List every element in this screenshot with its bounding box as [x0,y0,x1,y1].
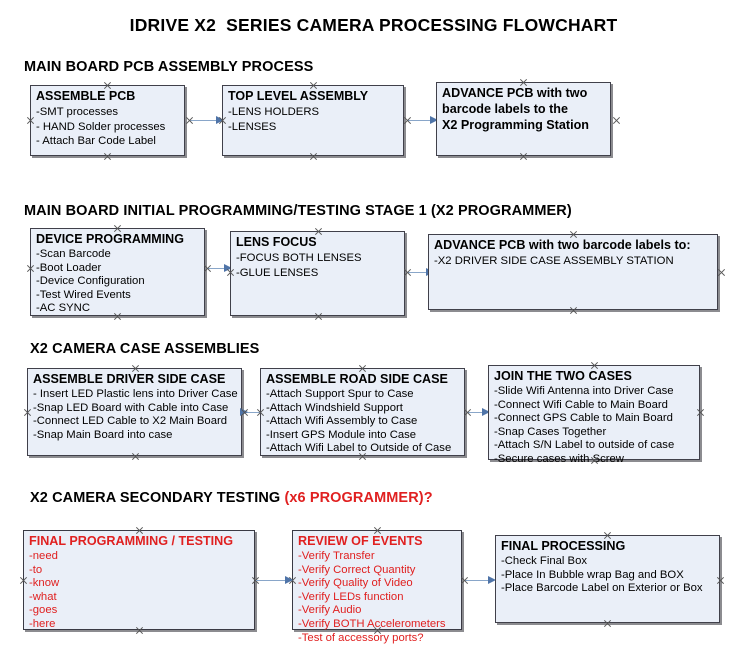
box-title: ADVANCE PCB with two [442,86,588,100]
box-title: ADVANCE PCB with two barcode labels to: [434,238,691,252]
box-line: -Slide Wifi Antenna into Driver Case [494,385,674,397]
section-heading-accent: (x6 PROGRAMMER)? [284,490,433,506]
box-join-the-two-cases[interactable]: JOIN THE TWO CASES -Slide Wifi Antenna i… [488,365,700,465]
box-line: -Verify Transfer [298,550,375,562]
section-heading-main-board-initial-programming: MAIN BOARD INITIAL PROGRAMMING/TESTING S… [24,203,572,219]
box-line: -AC SYNC [36,302,90,315]
arrow-head-icon [430,116,438,124]
box-line: -Verify Quality of Video [298,577,413,590]
box-line: - Attach Bar Code Label [36,135,156,147]
connector-line [190,120,220,121]
box-assemble-road-side-case[interactable]: ASSEMBLE ROAD SIDE CASE -Attach Support … [260,368,465,456]
box-line: -what [29,590,57,603]
box-line: -Attach Support Spur to Case [266,388,414,400]
box-advance-pcb-to-driver-side-case-assembly[interactable]: ADVANCE PCB with two barcode labels to: … [428,234,718,310]
box-line: -Connect Wifi Cable to Main Board [494,398,668,411]
box-line: -Check Final Box [501,555,588,567]
section-heading-x2-camera-secondary-testing: X2 CAMERA SECONDARY TESTING (x6 PROGRAMM… [30,490,433,506]
box-final-programming-testing[interactable]: FINAL PROGRAMMING / TESTING -need -to -k… [23,530,255,630]
box-title: ASSEMBLE PCB [36,89,136,103]
box-device-programming[interactable]: DEVICE PROGRAMMING -Scan Barcode -Boot L… [30,228,205,316]
selection-handle-icon [612,116,621,125]
box-line: -need [29,550,58,562]
box-title: FINAL PROGRAMMING / TESTING [29,534,234,548]
box-line: -Test Wired Events [36,288,131,301]
box-title: TOP LEVEL ASSEMBLY [228,89,369,103]
arrow-head-icon [216,116,224,124]
box-title: REVIEW OF EVENTS [298,534,423,548]
box-lens-focus[interactable]: LENS FOCUS -FOCUS BOTH LENSES -GLUE LENS… [230,231,405,316]
box-title: ASSEMBLE DRIVER SIDE CASE [33,372,226,386]
box-line: -Verify Audio [298,604,362,617]
box-line: - Insert LED Plastic lens into Driver Ca… [33,388,238,400]
box-line: -Test of accessory ports? [298,631,424,644]
arrow-head-icon [240,408,248,416]
box-line: -Place Barcode Label on Exterior or Box [501,582,703,595]
box-title: LENS FOCUS [236,235,317,249]
box-line: -SMT processes [36,106,119,118]
box-final-processing[interactable]: FINAL PROCESSING -Check Final Box -Place… [495,535,720,623]
box-line: -Attach Wifi Label to Outside of Case [266,442,452,455]
box-line: -to [29,563,43,576]
connector-line [256,580,290,581]
box-line: -Attach S/N Label to outside of case [494,439,675,452]
box-assemble-driver-side-case[interactable]: ASSEMBLE DRIVER SIDE CASE - Insert LED P… [27,368,242,456]
box-line: -FOCUS BOTH LENSES [236,252,362,264]
box-line: -Snap Cases Together [494,425,607,438]
box-line: -Verify LEDs function [298,590,404,603]
box-advance-pcb-to-x2-programming-station[interactable]: ADVANCE PCB with two barcode labels to t… [436,82,611,156]
section-heading-text: X2 CAMERA SECONDARY TESTING [30,490,285,506]
box-top-level-assembly[interactable]: TOP LEVEL ASSEMBLY -LENS HOLDERS -LENSES [222,85,404,156]
box-line: -Insert GPS Module into Case [266,428,417,441]
box-title: ASSEMBLE ROAD SIDE CASE [266,372,448,386]
box-line: -Snap LED Board with Cable into Case [33,401,229,414]
page-title: IDRIVE X2 SERIES CAMERA PROCESSING FLOWC… [129,15,618,35]
box-line: -X2 DRIVER SIDE CASE ASSEMBLY STATION [434,255,674,267]
box-title: FINAL PROCESSING [501,539,626,553]
connector-line [465,580,493,581]
box-title: DEVICE PROGRAMMING [36,232,184,246]
box-line: -Device Configuration [36,275,145,288]
box-title-line-3: X2 Programming Station [442,118,589,132]
box-title-line-2: barcode labels to the [442,102,568,116]
arrow-head-icon [224,264,232,272]
box-line: -Connect GPS Cable to Main Board [494,412,673,425]
connector-line [245,412,263,413]
box-line: -Verify BOTH Accelerometers [298,617,446,630]
section-heading-main-board-pcb-assembly-process: MAIN BOARD PCB ASSEMBLY PROCESS [24,59,314,75]
box-line: -Connect LED Cable to X2 Main Board [33,415,228,428]
box-review-of-events[interactable]: REVIEW OF EVENTS -Verify Transfer -Verif… [292,530,462,644]
box-line: -know [29,577,60,590]
arrow-head-icon [488,576,496,584]
connector-line [408,120,434,121]
box-line: -LENSES [228,120,277,133]
box-line: -Place In Bubble wrap Bag and BOX [501,568,684,581]
section-heading-x2-camera-case-assemblies: X2 CAMERA CASE ASSEMBLIES [30,341,260,357]
box-line: -here [29,617,56,630]
box-assemble-pcb[interactable]: ASSEMBLE PCB -SMT processes - HAND Solde… [30,85,185,156]
box-line: -Attach Windshield Support [266,401,403,414]
box-line: -goes [29,604,58,617]
box-line: -GLUE LENSES [236,266,319,279]
box-line: -Verify Correct Quantity [298,563,416,576]
box-line: -LENS HOLDERS [228,106,320,118]
box-line: - HAND Solder processes [36,120,166,133]
box-line: -Attach Wifi Assembly to Case [266,415,418,428]
box-line: -Boot Loader [36,261,102,274]
connector-line [408,272,430,273]
box-title: JOIN THE TWO CASES [494,369,632,383]
connector-line [208,268,228,269]
arrow-head-icon [285,576,293,584]
box-line: -Secure cases with Screw [494,452,624,465]
arrow-head-icon [482,408,490,416]
connector-line [468,412,488,413]
box-line: -Scan Barcode [36,248,111,260]
box-line: -Snap Main Board into case [33,428,173,441]
